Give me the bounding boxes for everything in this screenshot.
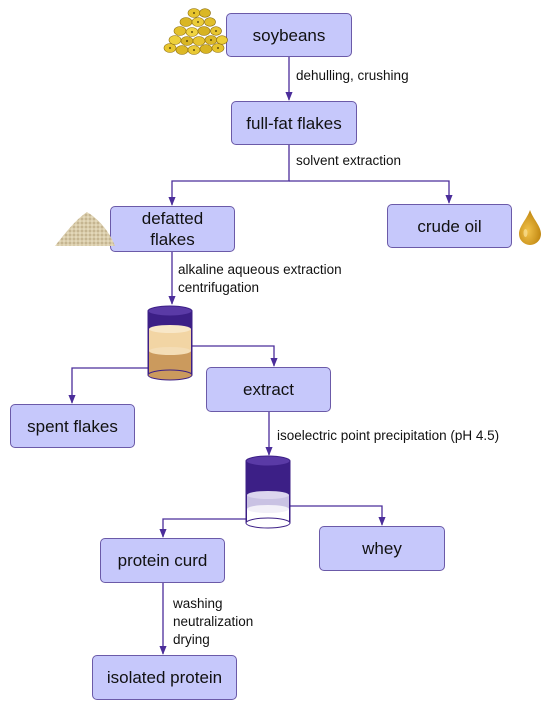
node-protein-curd: protein curd [100, 538, 225, 583]
arrow-centrifuge-to-spent [68, 367, 170, 404]
flakes-pile-icon [55, 212, 115, 246]
step-alkaline-line-1: alkaline aqueous extraction [178, 262, 342, 277]
node-isolated-protein: isolated protein [92, 655, 237, 700]
node-whey: whey [319, 526, 445, 571]
step-alkaline-line-2: centrifugation [178, 280, 260, 295]
centrifuge-tube-icon [147, 305, 193, 381]
node-spent-flakes-label: spent flakes [27, 416, 118, 436]
step-washing-line-2: neutralization [173, 614, 254, 629]
precipitation-tube-icon [245, 455, 291, 529]
node-extract: extract [206, 367, 331, 412]
arrow-precip-to-whey [268, 505, 386, 526]
step-solvent-extraction: solvent extraction [296, 153, 402, 168]
arrow-precip-to-curd [159, 518, 268, 538]
step-alkaline: alkaline aqueous extraction centrifugati… [178, 261, 342, 297]
node-full-fat-flakes-label: full-fat flakes [246, 113, 342, 133]
node-isolated-protein-label: isolated protein [106, 668, 223, 687]
arrow-centrifuge-to-extract [170, 345, 278, 367]
node-crude-oil-label: crude oil [417, 216, 482, 236]
node-defatted-flakes: defatted flakes [110, 206, 235, 252]
arrow-fullfat-to-defatted [168, 145, 290, 206]
step-isoelectric: isoelectric point precipitation (pH 4.5) [277, 428, 500, 443]
node-whey-label: whey [362, 539, 402, 558]
node-protein-curd-label: protein curd [117, 551, 208, 570]
node-full-fat-flakes: full-fat flakes [231, 101, 357, 145]
node-soybeans-label: soybeans [252, 25, 326, 45]
oil-drop-icon [519, 210, 541, 245]
step-dehulling: dehulling, crushing [296, 68, 409, 83]
node-crude-oil: crude oil [387, 204, 512, 248]
step-washing-line-3: drying [173, 632, 210, 647]
step-washing: washing neutralization drying [173, 595, 253, 649]
node-soybeans: soybeans [226, 13, 352, 57]
soybeans-pile-icon [163, 8, 228, 55]
arrow-fullfat-to-oil [289, 180, 453, 204]
node-extract-label: extract [242, 380, 295, 399]
node-spent-flakes: spent flakes [10, 404, 135, 448]
node-defatted-flakes-label: defatted flakes [141, 209, 204, 249]
step-washing-line-1: washing [173, 596, 223, 611]
